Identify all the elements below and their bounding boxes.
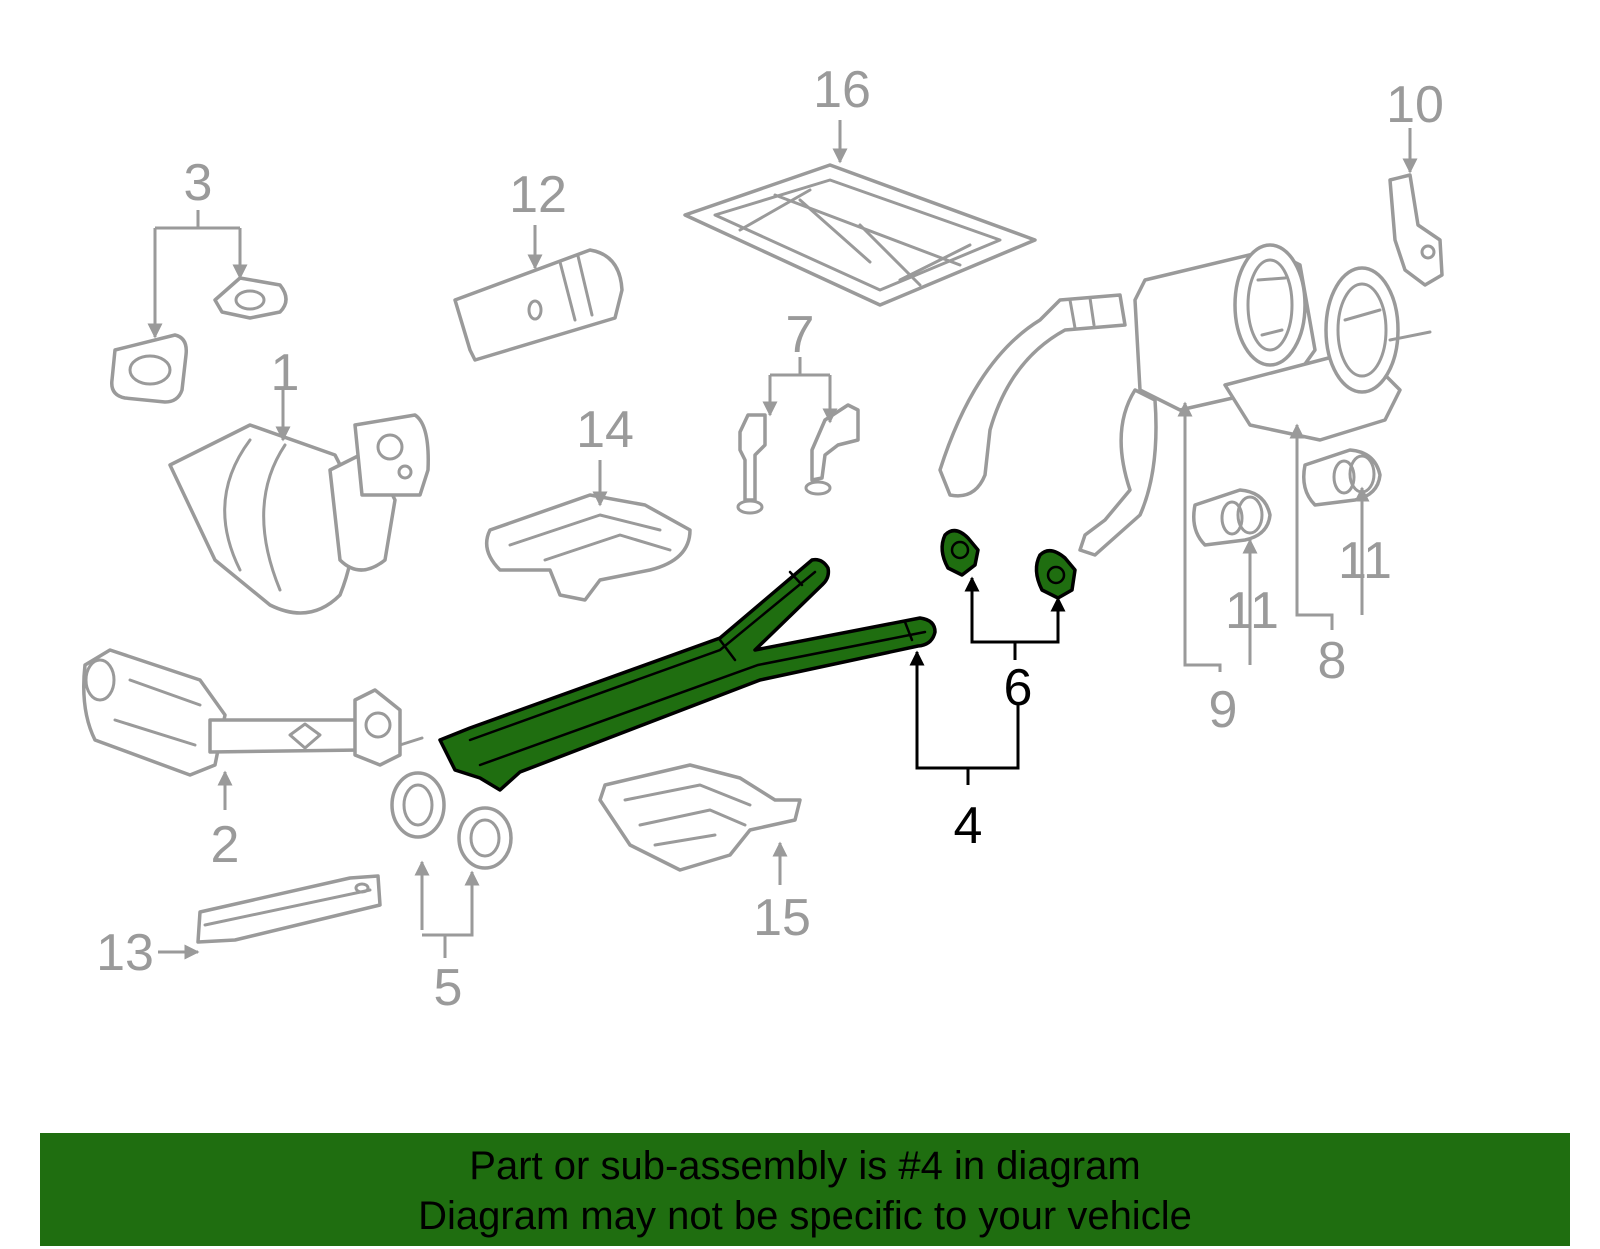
leader-4b xyxy=(968,702,1020,770)
leader-6 xyxy=(964,576,1017,660)
leader-9 xyxy=(1177,401,1222,672)
banner-line-1: Part or sub-assembly is #4 in diagram xyxy=(469,1144,1141,1188)
callout-15: 15 xyxy=(753,889,811,947)
leader-8 xyxy=(1289,423,1334,630)
callout-11a: 11 xyxy=(1225,582,1279,640)
part-12-heat-shield[interactable] xyxy=(453,248,624,362)
part-4-y-pipe[interactable] xyxy=(438,557,937,792)
callout-10: 10 xyxy=(1386,76,1444,134)
leader-7 xyxy=(770,357,830,415)
banner-line-2: Diagram may not be specific to your vehi… xyxy=(418,1194,1192,1238)
info-banner: Part or sub-assembly is #4 in diagram Di… xyxy=(40,1133,1570,1246)
callout-8: 8 xyxy=(1318,632,1347,690)
callout-5: 5 xyxy=(434,959,463,1017)
leader-6b xyxy=(1015,596,1066,644)
part-11-exhaust-tips[interactable] xyxy=(1192,448,1382,547)
callout-6: 6 xyxy=(1004,659,1033,717)
callout-2: 2 xyxy=(211,816,240,874)
part-10-hanger-bracket[interactable] xyxy=(1388,173,1444,287)
callout-1: 1 xyxy=(271,344,300,402)
part-7-hangers[interactable] xyxy=(736,403,860,515)
leader-5b xyxy=(422,872,472,958)
part-1-catalytic-converter[interactable] xyxy=(168,413,430,615)
callout-13: 13 xyxy=(96,924,154,982)
callout-16: 16 xyxy=(813,61,871,119)
part-14-heat-shield[interactable] xyxy=(484,493,692,602)
part-2-front-pipe[interactable] xyxy=(82,648,424,777)
callout-7: 7 xyxy=(786,306,815,364)
callout-11b: 11 xyxy=(1338,532,1392,590)
callout-9: 9 xyxy=(1209,681,1238,739)
part-9-muffler-assembly[interactable] xyxy=(938,243,1432,557)
callout-14: 14 xyxy=(576,401,634,459)
callout-3: 3 xyxy=(184,154,213,212)
part-13-bracket[interactable] xyxy=(196,874,382,944)
part-6-flanges[interactable] xyxy=(940,528,1077,600)
part-3-gaskets[interactable] xyxy=(110,276,288,404)
leader-3 xyxy=(153,210,240,336)
part-16-underbody-panel[interactable] xyxy=(683,163,1037,307)
leader-4 xyxy=(909,650,970,785)
callout-12: 12 xyxy=(509,166,567,224)
callout-4: 4 xyxy=(954,797,983,855)
part-15-heat-shield[interactable] xyxy=(598,763,802,872)
